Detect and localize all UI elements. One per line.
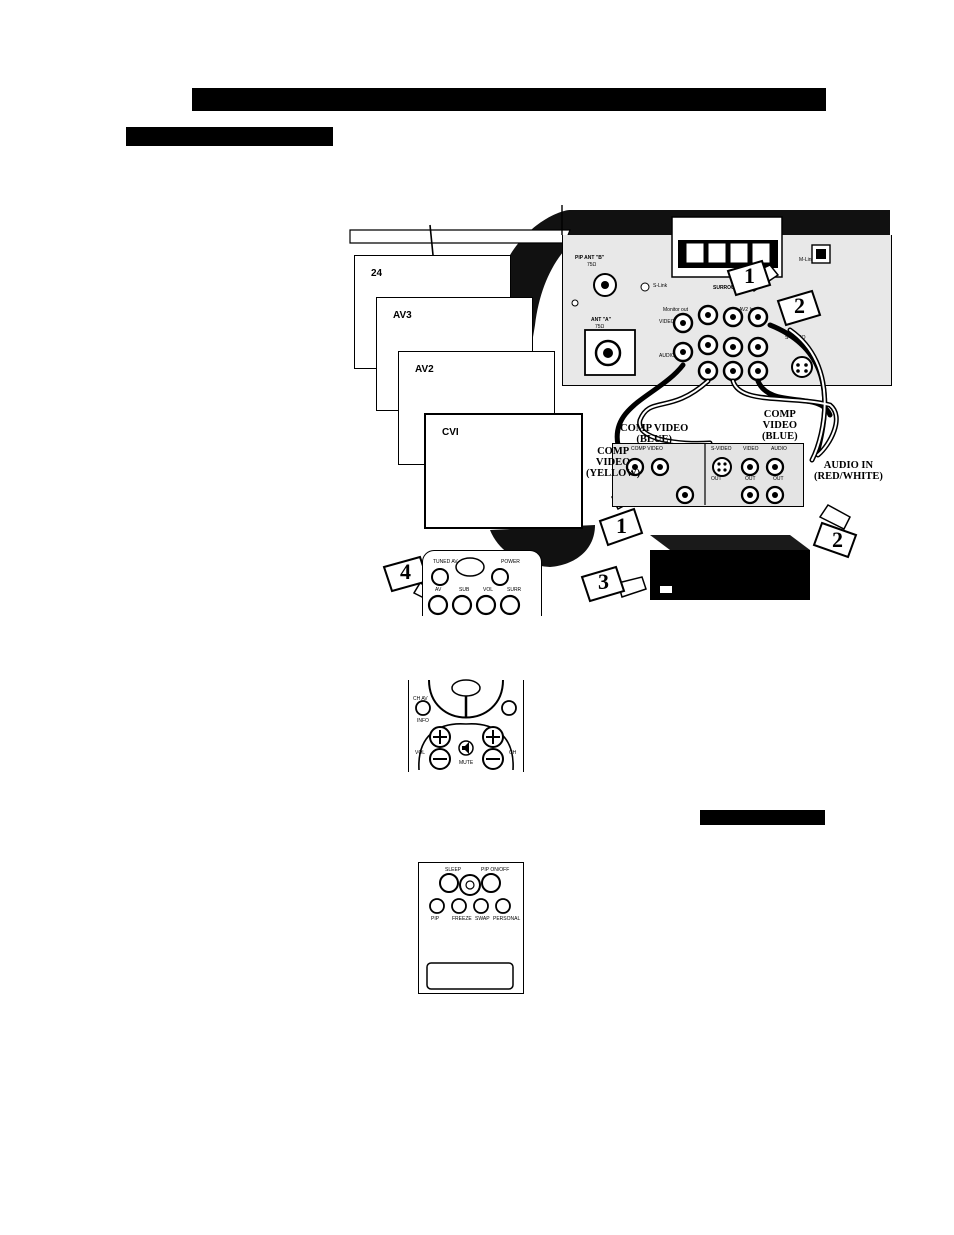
- label-line: COMP: [597, 446, 630, 457]
- remote3-b3-label: SWAP: [475, 916, 490, 922]
- device-s-video-label: S-VIDEO: [711, 446, 732, 452]
- pip-ant-label: PIP ANT "B": [575, 255, 605, 261]
- label-line: (RED/WHITE): [814, 471, 883, 482]
- remote3-b1-label: PIP: [431, 916, 440, 922]
- ant-a-ohm-label: 75Ω: [595, 324, 605, 330]
- section-heading-bar: [126, 127, 333, 146]
- callout-1-top: 1: [744, 263, 755, 288]
- m-link-label: M-Link: [799, 257, 815, 263]
- screen-label: AV3: [393, 310, 412, 321]
- ant-a-label: ANT "A": [591, 317, 612, 323]
- remote2-ch-label: CH: [509, 750, 517, 756]
- monitor-out-label: Monitor out: [663, 307, 689, 313]
- device-audio-label: AUDIO: [771, 446, 787, 452]
- remote3-pip-label: PIP ON/OFF: [481, 867, 510, 873]
- label-line: (YELLOW): [586, 468, 641, 479]
- label-line: AUDIO IN: [823, 460, 874, 471]
- remote2-vol-label: VOL: [415, 750, 426, 756]
- screen-label: AV2: [415, 364, 434, 375]
- audio-label: AUDIO: [659, 353, 675, 359]
- label-line: VIDEO: [762, 420, 798, 431]
- callout-3: 3: [598, 569, 609, 594]
- remote-3-drawing: [426, 873, 514, 990]
- screen-label: 24: [371, 268, 383, 279]
- device-video-label: VIDEO: [743, 446, 759, 452]
- subsection-heading-bar: [700, 810, 825, 825]
- remote-2-drawing: [415, 679, 517, 771]
- remote3-b2-label: FREEZE: [452, 916, 472, 922]
- surround-label: SURROUND SP: [713, 285, 750, 291]
- label-line: COMP: [763, 409, 796, 420]
- label-line: (BLUE): [762, 431, 798, 442]
- callout-2-bottom: 2: [832, 527, 843, 552]
- tuned-av-label: TUNED AV: [433, 559, 458, 565]
- title-bar: [192, 88, 826, 111]
- device-out-label-2: OUT: [745, 476, 756, 482]
- screen-label: CVI: [442, 427, 459, 438]
- label-line: VIDEO: [595, 457, 631, 468]
- device-connectors: [625, 443, 810, 600]
- device-out-label-3: OUT: [773, 476, 784, 482]
- screen-cvi: CVI: [424, 413, 583, 529]
- remote3-sleep-label: SLEEP: [445, 867, 462, 873]
- label-comp-video-yellow: COMP VIDEO (YELLOW): [586, 446, 640, 479]
- power-label: POWER: [501, 559, 520, 565]
- remote-1-buttons: [427, 557, 521, 616]
- sub-label: SUB: [459, 587, 470, 593]
- s-link-label: S-Link: [653, 283, 668, 289]
- callout-1-bottom: 1: [616, 513, 627, 538]
- connection-illustration: 24 AV3 AV2 CVI PIP ANT "B" 75Ω ANT "A" 7…: [349, 205, 892, 616]
- av-label: AV: [435, 587, 442, 593]
- device-out-label-1: OUT: [711, 476, 722, 482]
- callout-tags: [382, 259, 858, 603]
- remote2-info-label: INFO: [417, 718, 429, 724]
- label-line: COMP VIDEO: [620, 423, 689, 434]
- pip-ohm-label: 75Ω: [587, 262, 597, 268]
- remote-volume-channel-illustration: CH AV INFO VOL CH MUTE: [408, 679, 524, 772]
- callout-4: 4: [400, 559, 411, 584]
- label-audio-in: AUDIO IN (RED/WHITE): [814, 460, 883, 482]
- remote-pip-illustration: SLEEP PIP ON/OFF PIP FREEZE SWAP PERSONA…: [418, 862, 524, 994]
- label-comp-video-blue-left: COMP VIDEO (BLUE): [620, 423, 688, 445]
- device-comp-video-label: COMP VIDEO: [631, 446, 663, 452]
- callout-2-top: 2: [794, 293, 805, 318]
- label-line: (BLUE): [636, 434, 672, 445]
- label-comp-video-blue-right: COMP VIDEO (BLUE): [762, 409, 798, 442]
- remote2-ch-av-label: CH AV: [413, 696, 428, 702]
- remote2-mute-label: MUTE: [459, 760, 474, 766]
- av2-in-label: AV2 In: [739, 307, 754, 313]
- vol-label: VOL: [483, 587, 494, 593]
- video-label: VIDEO: [659, 319, 675, 325]
- surr-label: SURR: [507, 587, 522, 593]
- remote3-b4-label: PERSONAL: [493, 916, 521, 922]
